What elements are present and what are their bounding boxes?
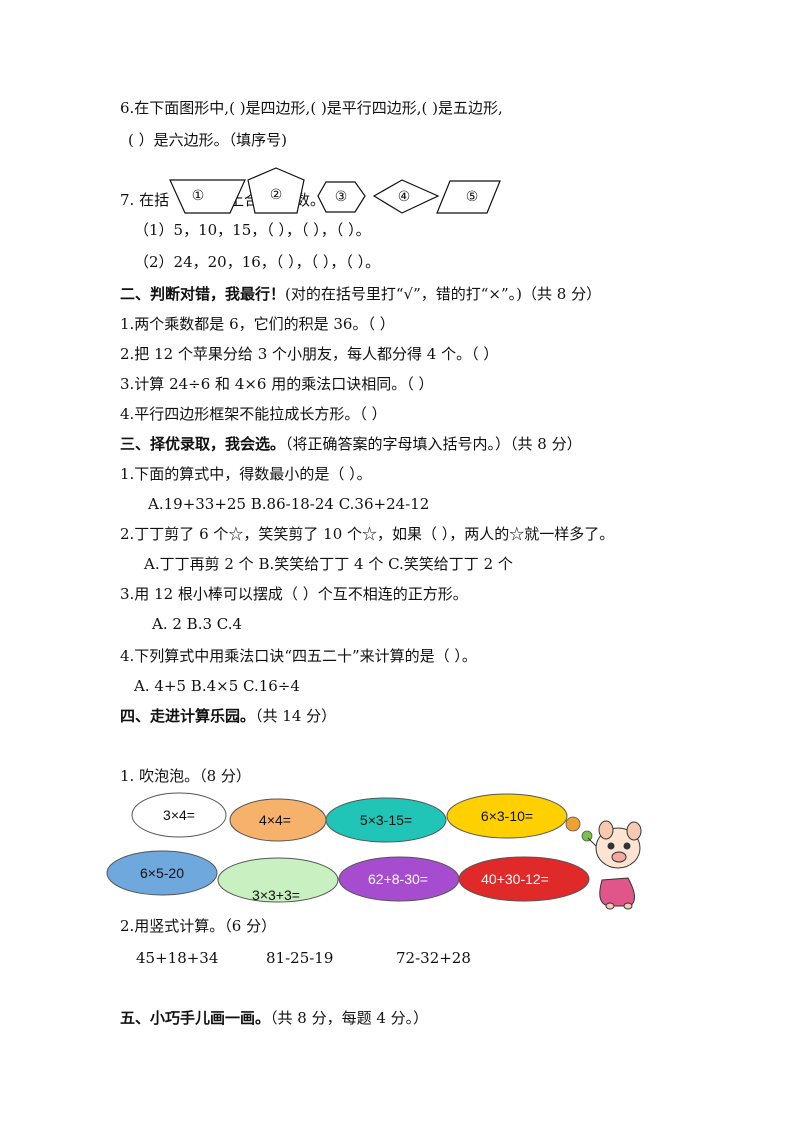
bubble-5 — [106, 850, 218, 896]
sec3-q1-options: A.19+33+25 B.86-18-24 C.36+24-12 — [148, 495, 430, 513]
sec3-q3: 3.用 12 根小棒可以摆成（ ）个互不相连的正方形。 — [120, 585, 468, 603]
sec3-q2: 2.丁丁剪了 6 个☆，笑笑剪了 10 个☆，如果（ ），两人的☆就一样多了。 — [120, 525, 615, 543]
shape-label-1: ① — [192, 188, 205, 204]
bubble-text-5: 6×5-20 — [140, 865, 184, 881]
calc-3: 72-32+28 — [396, 949, 471, 967]
bubble-8 — [458, 856, 590, 902]
q7-sub2: （2）24，20，16，（ ），（ ），（ ）。 — [134, 253, 381, 271]
sec3-q4: 4.下列算式中用乘法口诀“四五二十”来计算的是（ ）。 — [120, 647, 477, 665]
q7-stem-right: 数。 — [295, 191, 326, 209]
sec3-title: 三、择优录取，我会选。 — [120, 435, 286, 453]
shape-parallelogram — [436, 180, 501, 214]
q6-line2: ( ）是六边形。（填序号) — [128, 131, 287, 149]
shape-label-2: ② — [270, 187, 283, 203]
sec2-heading: 二、判断对错，我最行！(对的在括号里打“√”，错的打“×”。)（共 8 分） — [120, 284, 601, 304]
sec2-item-4: 4.平行四边形框架不能拉成长方形。（ ） — [120, 405, 387, 423]
calc-1: 45+18+34 — [136, 949, 219, 967]
sec3-q3-options: A. 2 B.3 C.4 — [152, 615, 243, 633]
sec3-q4-options: A. 4+5 B.4×5 C.16÷4 — [134, 677, 300, 695]
sec4-heading: 四、走进计算乐园。（共 14 分） — [120, 706, 336, 726]
bubble-text-6: 3×3+3= — [252, 887, 300, 903]
sec3-q1: 1.下面的算式中，得数最小的是（ ）。 — [120, 465, 372, 483]
small-bubble-orange — [565, 816, 581, 832]
shape-label-5: ⑤ — [466, 189, 479, 205]
bubble-text-7: 62+8-30= — [368, 871, 428, 887]
shape-label-4: ④ — [398, 189, 411, 205]
q6-line1: 6.在下面图形中,( )是四边形,( )是平行四边形,( )是五边形, — [120, 99, 503, 117]
bubble-text-3: 5×3-15= — [360, 812, 412, 828]
sec4-q1: 1. 吹泡泡。（8 分） — [120, 767, 251, 785]
shape-hexagon — [317, 181, 366, 213]
shape-trapezoid — [169, 179, 246, 214]
sec2-item-2: 2.把 12 个苹果分给 3 个小朋友，每人都分得 4 个。（ ） — [120, 345, 499, 363]
sec2-title: 二、判断对错，我最行！ — [120, 285, 286, 303]
shape-pentagon — [247, 167, 305, 214]
bubble-6 — [217, 857, 339, 903]
q7-sub1: （1）5，10，15，（ ），（ ），（ ）。 — [134, 221, 371, 239]
sec3-q2-options: A.丁丁再剪 2 个 B.笑笑给丁丁 4 个 C.笑笑给丁丁 2 个 — [144, 555, 513, 573]
sec5-note: （共 8 分，每题 4 分。） — [270, 1009, 429, 1027]
sec4-note: （共 14 分） — [255, 707, 337, 725]
bubble-text-2: 4×4= — [259, 812, 291, 828]
sec4-title: 四、走进计算乐园。 — [120, 707, 256, 725]
sec2-item-3: 3.计算 24÷6 和 4×6 用的乘法口诀相同。（ ） — [120, 375, 434, 393]
bubble-text-4: 6×3-10= — [481, 808, 533, 824]
bubble-3 — [325, 797, 447, 843]
small-bubble-green — [581, 830, 593, 842]
sec2-note: (对的在括号里打“√”，错的打“×”。)（共 8 分） — [285, 285, 602, 303]
sec3-note: （将正确答案的字母填入括号内。）（共 8 分） — [285, 435, 582, 453]
sec5-title: 五、小巧手儿画一画。 — [120, 1009, 271, 1027]
calc-2: 81-25-19 — [266, 949, 334, 967]
sec4-q2: 2.用竖式计算。（6 分） — [120, 917, 277, 935]
bubble-1 — [131, 792, 227, 838]
sec5-heading: 五、小巧手儿画一画。（共 8 分，每题 4 分。） — [120, 1008, 428, 1028]
bubble-text-1: 3×4= — [163, 807, 195, 823]
bubbles-figure: 3×4= 4×4= 5×3-15= 6×3-10= 6×5-20 3×3+3= … — [106, 792, 642, 910]
pig-character-image — [587, 820, 642, 910]
bubble-4 — [446, 793, 568, 839]
shape-rhombus — [372, 179, 440, 214]
shapes-figure: ① ② ③ ④ ⑤ — [169, 167, 501, 214]
q7-stem-left: 7. 在括 — [120, 191, 170, 209]
shape-label-3: ③ — [335, 189, 348, 205]
sec3-heading: 三、择优录取，我会选。（将正确答案的字母填入括号内。）（共 8 分） — [120, 434, 582, 454]
bubble-text-8: 40+30-12= — [481, 871, 549, 887]
sec2-item-1: 1.两个乘数都是 6，它们的积是 36。（ ） — [120, 315, 395, 333]
